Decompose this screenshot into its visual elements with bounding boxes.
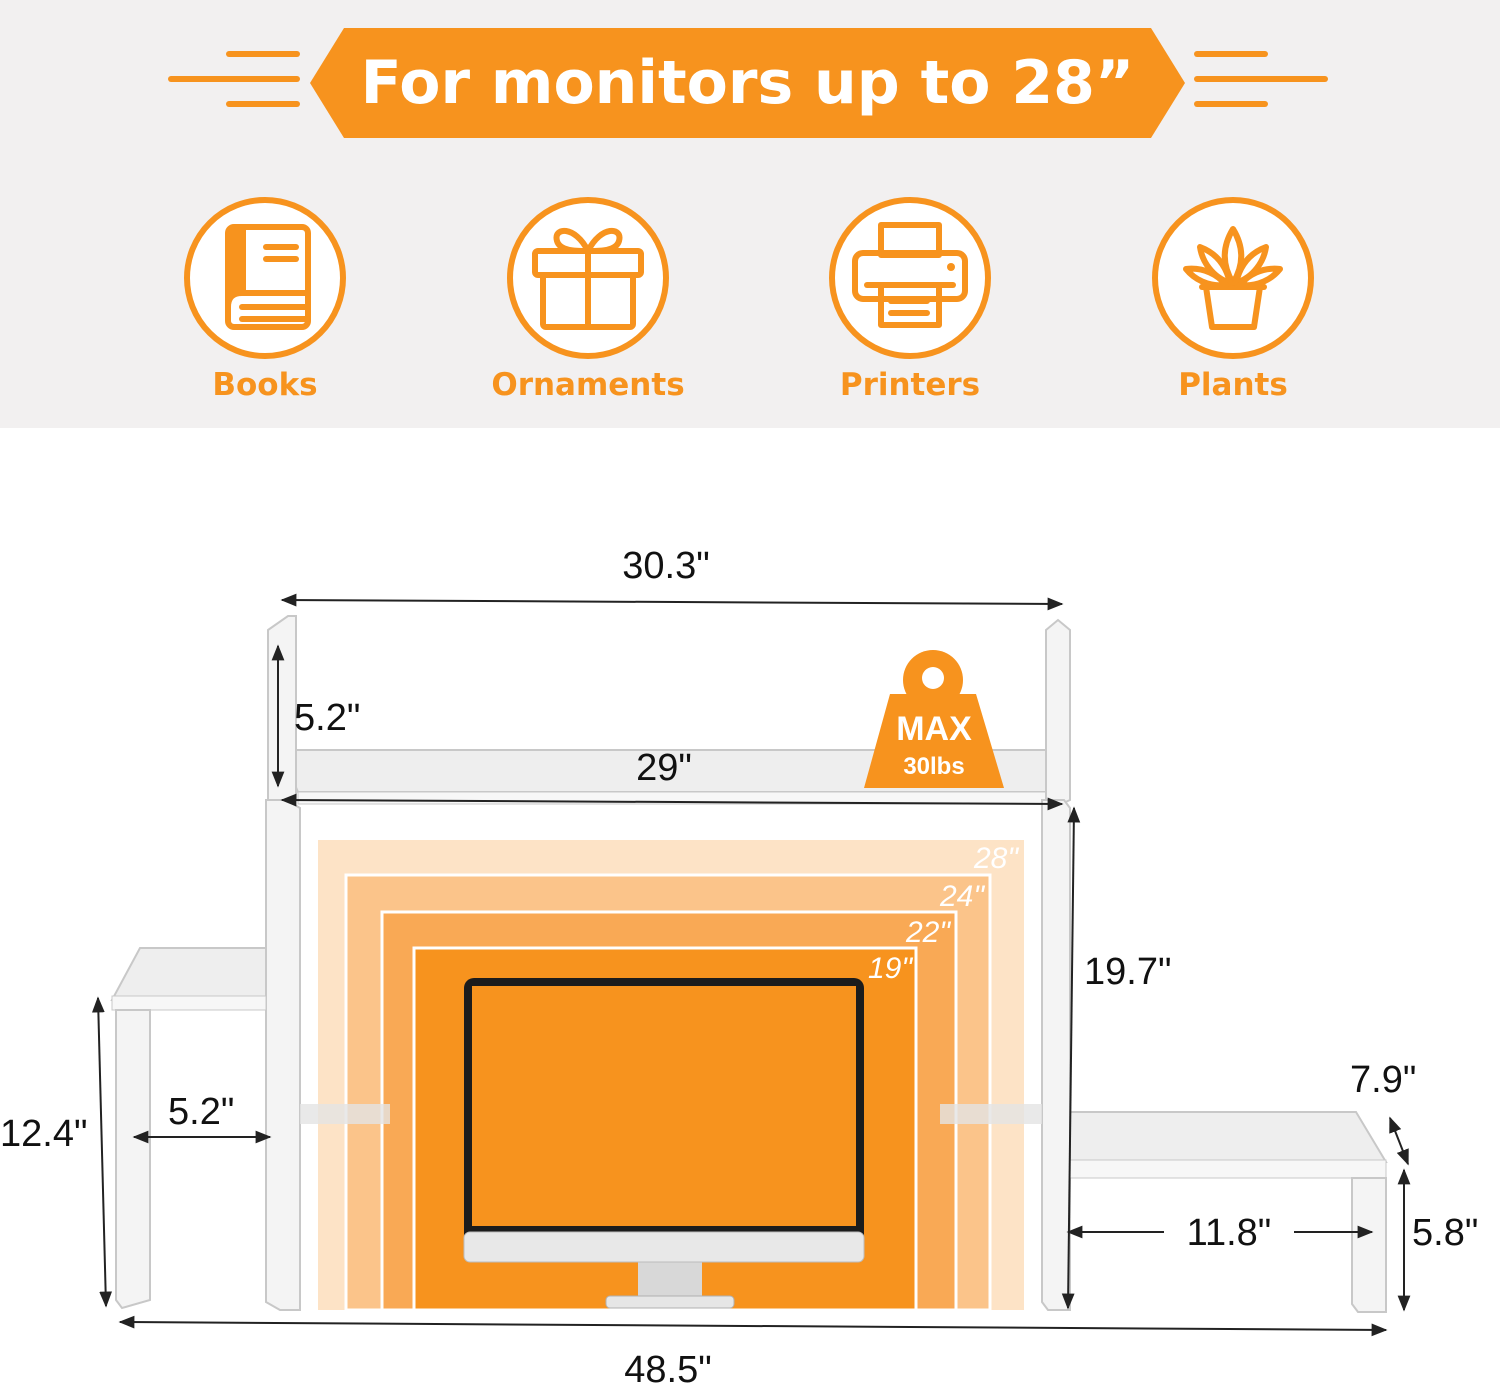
banner-shape — [310, 28, 1185, 138]
dimension-labels: 30.3" 5.2" 29" 19.7" 12.4" 5.2" 7.9" 11.… — [0, 545, 1478, 1388]
dim-right-height: 5.8" — [1412, 1212, 1478, 1254]
category-label-books: Books — [212, 367, 318, 403]
dim-overall-width: 48.5" — [624, 1349, 711, 1388]
dim-line-top-width — [280, 593, 1064, 611]
printer-icon — [829, 197, 991, 359]
speed-lines-left-icon — [168, 51, 300, 107]
category-label-printers: Printers — [839, 367, 981, 403]
dim-main-height: 19.7" — [1084, 951, 1171, 993]
category-books: Books — [155, 195, 375, 403]
dimension-lines — [91, 593, 1411, 1337]
dim-right-depth: 7.9" — [1350, 1059, 1416, 1101]
plant-icon — [1152, 197, 1314, 359]
dim-upright-height: 5.2" — [294, 697, 360, 739]
size-label-24: 24" — [939, 880, 985, 913]
size-label-22: 22" — [905, 916, 951, 949]
book-icon — [184, 197, 346, 359]
dim-line-left-height — [91, 996, 113, 1308]
dim-line-overall-width — [118, 1315, 1388, 1337]
category-plants: Plants — [1123, 195, 1343, 403]
dim-left-depth: 5.2" — [168, 1091, 234, 1133]
size-label-19: 19" — [868, 952, 913, 985]
max-load-title: MAX — [896, 710, 972, 748]
category-printers: Printers — [800, 195, 1020, 403]
category-ornaments: Ornaments — [478, 195, 698, 403]
monitor-illustration — [463, 978, 865, 1309]
headline-banner: For monitors up to 28” — [310, 28, 1185, 138]
left-side-shelf — [110, 947, 267, 1310]
gift-icon — [507, 197, 669, 359]
max-load-value: 30lbs — [903, 753, 964, 780]
category-label-ornaments: Ornaments — [491, 367, 685, 403]
right-side-shelf — [1069, 1111, 1388, 1313]
dim-line-shelf-width — [280, 793, 1064, 811]
features-panel: For monitors up to 28” Books — [0, 0, 1500, 428]
max-load-badge: MAX 30lbs — [864, 650, 1004, 788]
category-label-plants: Plants — [1178, 367, 1288, 403]
dim-line-main-height — [1061, 806, 1081, 1310]
speed-lines-right-icon — [1194, 51, 1328, 107]
banner-title: For monitors up to 28” — [360, 48, 1135, 118]
dim-left-height: 12.4" — [0, 1113, 87, 1155]
dim-line-right-depth — [1389, 1116, 1409, 1166]
dim-top-width: 30.3" — [622, 545, 709, 587]
dim-right-width: 11.8" — [1187, 1212, 1272, 1254]
dimension-diagram: 28" 24" 22" 19" MAX — [0, 545, 1478, 1388]
dim-shelf-width: 29" — [636, 747, 692, 789]
size-label-28: 28" — [973, 842, 1019, 875]
